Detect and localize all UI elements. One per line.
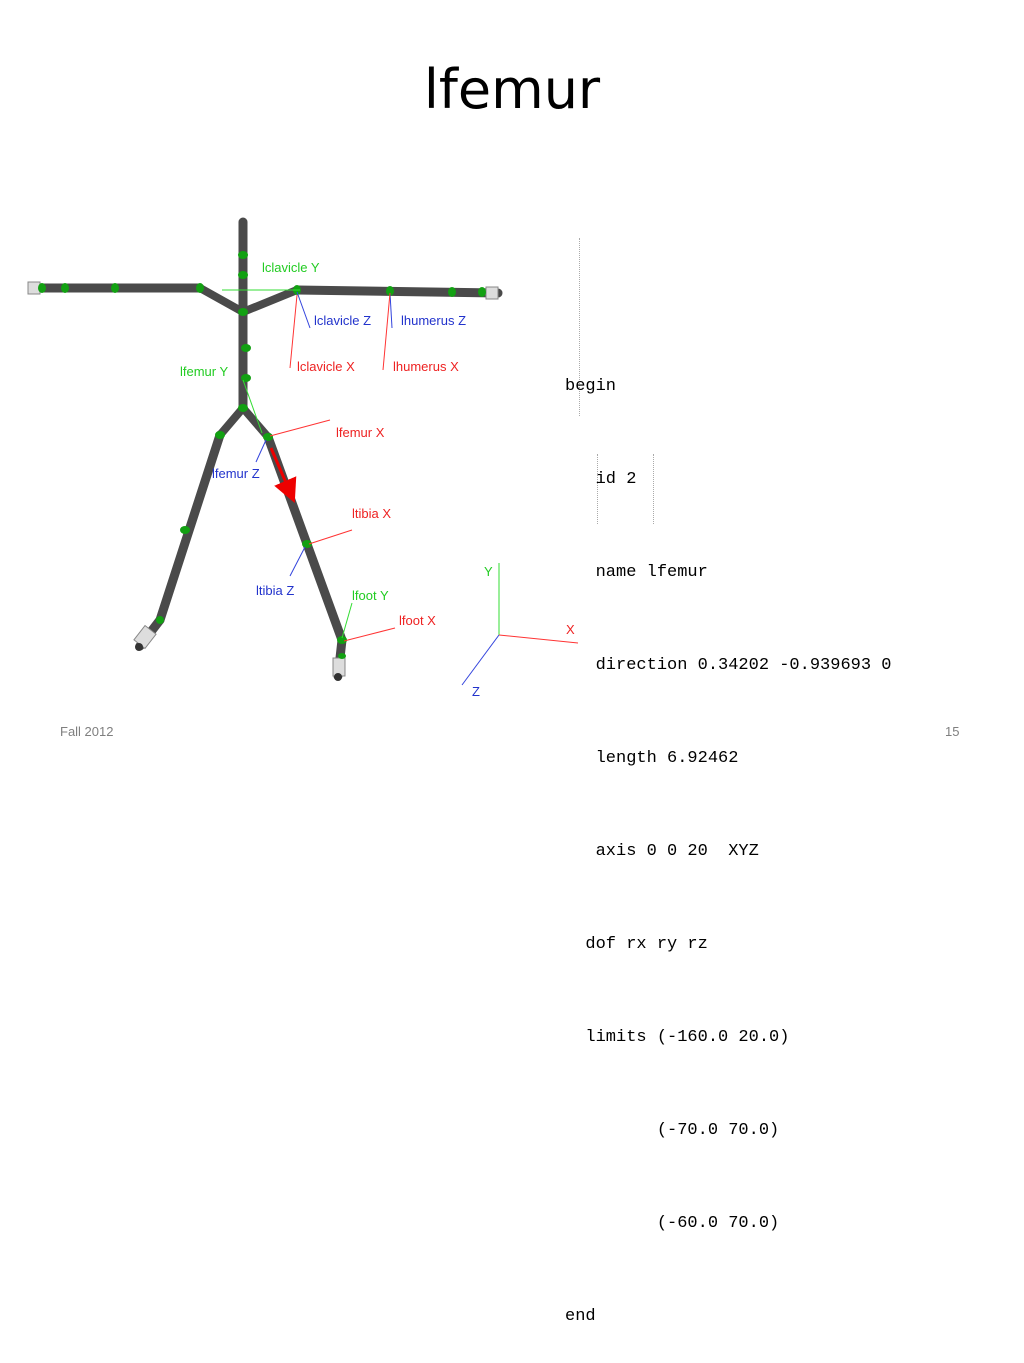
joint: [302, 540, 312, 548]
joint: [215, 431, 225, 439]
lfoot-y-line: [341, 602, 353, 639]
code-line: (-70.0 70.0): [565, 1121, 780, 1140]
footer-date: Fall 2012: [60, 724, 114, 739]
code-indent-guide: [579, 238, 580, 416]
bone-right-thigh: [155, 430, 225, 625]
ltibia-x-line: [308, 529, 353, 545]
lhumerus-x-line: [382, 292, 391, 371]
joint: [61, 283, 69, 293]
lclavicle-z-line: [296, 291, 311, 329]
bone-right-shoulder: [196, 284, 247, 316]
joint: [238, 308, 248, 316]
code-indent-guide: [597, 454, 598, 524]
label-ltibia-x: ltibia X: [352, 506, 391, 521]
axis-labels: lclavicle Y lclavicle Z lhumerus Z lclav…: [180, 260, 575, 699]
code-indent-guide: [653, 454, 654, 524]
code-line: (-60.0 70.0): [565, 1214, 780, 1233]
joint: [263, 433, 273, 441]
bone-left-shoulder: [239, 286, 301, 316]
joint: [241, 344, 251, 352]
code-line: id 2: [565, 470, 637, 489]
end-caps: [27, 281, 499, 681]
label-lclavicle-y: lclavicle Y: [262, 260, 320, 275]
label-lfoot-y: lfoot Y: [352, 588, 389, 603]
joint: [238, 271, 248, 279]
asf-code-block: begin id 2 name lfemur direction 0.34202…: [565, 216, 891, 1363]
label-lfoot-x: lfoot X: [399, 613, 436, 628]
lfoot-x-line: [343, 627, 396, 642]
local-axes: [222, 289, 396, 642]
lfemur-direction-arrow: [269, 447, 297, 504]
joint: [386, 286, 394, 296]
label-lhumerus-x: lhumerus X: [393, 359, 459, 374]
code-line: name lfemur: [565, 563, 708, 582]
joint: [238, 251, 248, 259]
code-line: limits (-160.0 20.0): [565, 1028, 790, 1047]
page-number: 15: [945, 724, 960, 739]
joint: [196, 283, 204, 293]
code-line: dof rx ry rz: [565, 935, 708, 954]
global-x-axis: [498, 634, 579, 644]
skeleton-figure: lclavicle Y lclavicle Z lhumerus Z lclav…: [27, 217, 579, 699]
code-line: axis 0 0 20 XYZ: [565, 842, 759, 861]
global-axes: [461, 563, 579, 686]
label-lfemur-x: lfemur X: [336, 425, 385, 440]
label-lclavicle-z: lclavicle Z: [314, 313, 371, 328]
lfemur-y-line: [242, 379, 263, 434]
joint: [338, 653, 346, 659]
lfemur-z-line: [255, 439, 267, 463]
label-lfemur-z: lfemur Z: [212, 466, 260, 481]
joint: [238, 404, 248, 412]
label-axis-x: X: [566, 622, 575, 637]
joint: [111, 283, 119, 293]
label-axis-z: Z: [472, 684, 480, 699]
joint: [180, 526, 190, 534]
bone-left-arm: [292, 285, 503, 298]
joint: [241, 374, 251, 382]
ltibia-z-line: [289, 546, 306, 577]
global-z-axis: [461, 634, 500, 686]
label-lhumerus-z: lhumerus Z: [401, 313, 466, 328]
label-ltibia-z: ltibia Z: [256, 583, 294, 598]
label-axis-y: Y: [484, 564, 493, 579]
label-lfemur-y: lfemur Y: [180, 364, 228, 379]
bone-left-hip: [239, 404, 272, 441]
bone-right-hip: [216, 404, 247, 439]
lhumerus-z-line: [389, 292, 393, 329]
code-line: end: [565, 1307, 596, 1326]
lfemur-x-line: [269, 419, 331, 437]
joint: [448, 287, 456, 297]
code-line: direction 0.34202 -0.939693 0: [565, 656, 892, 675]
slide-title: lfemur: [423, 58, 601, 121]
joint: [478, 287, 486, 297]
joint: [156, 616, 164, 624]
joint: [38, 283, 46, 293]
joint: [337, 636, 347, 644]
lclavicle-x-line: [289, 294, 298, 369]
code-line: length 6.92462: [565, 749, 739, 768]
label-lclavicle-x: lclavicle X: [297, 359, 355, 374]
code-line: begin: [565, 377, 617, 396]
bone-left-shin: [302, 539, 347, 645]
skeleton-joints: [38, 251, 486, 659]
